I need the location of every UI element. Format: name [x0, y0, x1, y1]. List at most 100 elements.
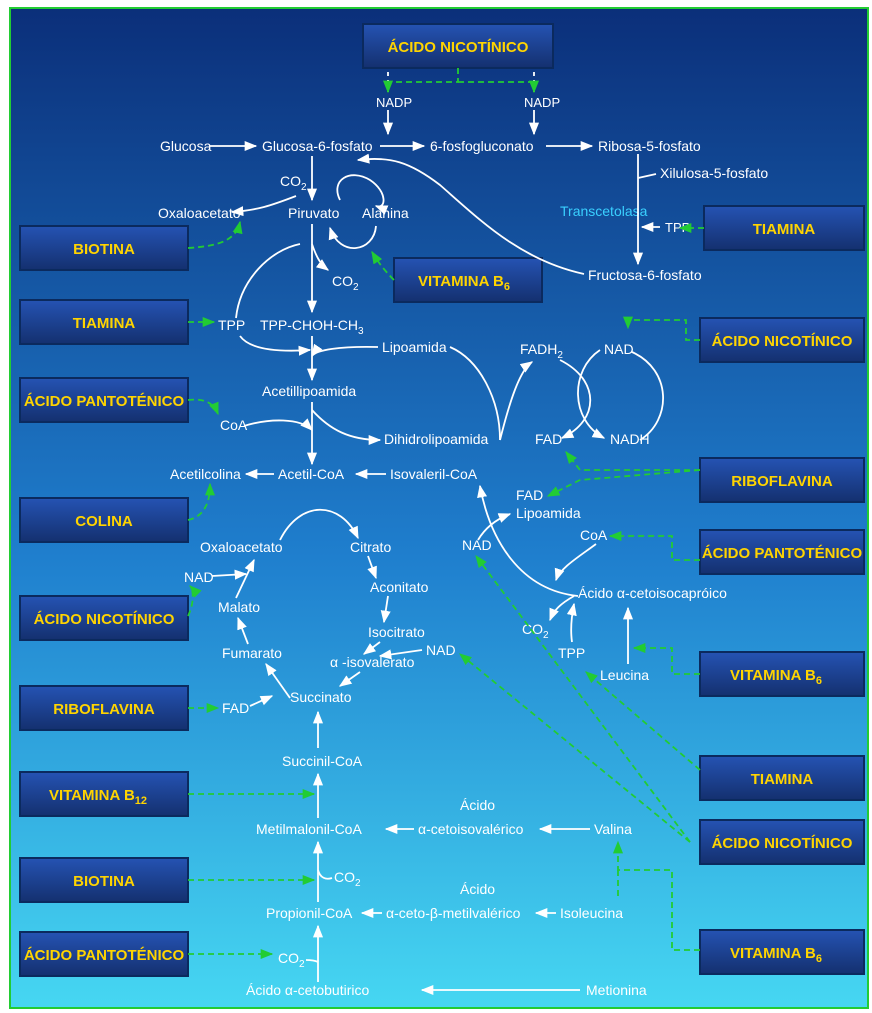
b6-right1-label: VITAMINA B — [730, 667, 816, 684]
svg-text:BIOTINA: BIOTINA — [73, 241, 135, 258]
leucina: Leucina — [600, 667, 649, 683]
arrow-tpp-loop — [235, 243, 301, 319]
arrow-fad-loop — [559, 359, 592, 439]
arrow-co2-e — [305, 959, 319, 963]
arrow-tpp-return — [239, 335, 312, 356]
metionina: Metionina — [586, 982, 647, 998]
svg-text:VITAMINA B6: VITAMINA B6 — [418, 273, 510, 293]
isoleucina: Isoleucina — [560, 905, 623, 921]
alfa-cetoisovalerico: α-cetoisovalérico — [418, 821, 524, 837]
arrow-fructosa-g6p — [356, 153, 585, 275]
svg-text:BIOTINA: BIOTINA — [73, 873, 135, 890]
b6-right1-subscript: 6 — [816, 675, 822, 687]
svg-text:TIAMINA: TIAMINA — [73, 315, 136, 332]
co2-b: CO2 — [332, 273, 359, 293]
tpp-low: TPP — [558, 645, 585, 661]
vitamin-box-pantotenico-bottom: ÁCIDO PANTOTÉNICO — [19, 931, 189, 977]
vitamin-box-nicotinic-top: ÁCIDO NICOTÍNICO — [362, 23, 554, 69]
link-tiamina-right-2 — [585, 671, 701, 771]
isovaleril-coa: Isovaleril-CoA — [390, 466, 478, 482]
aconitato: Aconitato — [370, 579, 429, 595]
citrato: Citrato — [350, 539, 391, 555]
fad-lipoamida-fad: FAD — [516, 487, 543, 503]
b12-subscript: 12 — [135, 795, 147, 807]
nad-mid: NAD — [426, 642, 456, 658]
co2-a: CO2 — [280, 173, 307, 193]
arrow-fadh2-loop — [499, 361, 534, 441]
vitamin-box-b6-center: VITAMINA B6 — [393, 257, 543, 303]
nadp-label-1: NADP — [376, 95, 412, 110]
svg-text:ÁCIDO PANTOTÉNICO: ÁCIDO PANTOTÉNICO — [24, 947, 185, 964]
vitamin-box-b12: VITAMINA B12 — [19, 771, 189, 817]
b6-center-subscript: 6 — [504, 281, 510, 293]
vitamin-box-biotina-2: BIOTINA — [19, 857, 189, 903]
b6-right2-subscript: 6 — [816, 953, 822, 965]
svg-text:ÁCIDO NICOTÍNICO: ÁCIDO NICOTÍNICO — [388, 39, 529, 56]
svg-text:TIAMINA: TIAMINA — [751, 771, 814, 788]
vitamin-box-riboflavina-left: RIBOFLAVINA — [19, 685, 189, 731]
metilmalonil-coa: Metilmalonil-CoA — [256, 821, 362, 837]
fumarato: Fumarato — [222, 645, 282, 661]
b6-right2-label: VITAMINA B — [730, 945, 816, 962]
vitamin-box-pantotenico-right: ÁCIDO PANTOTÉNICO — [699, 529, 865, 575]
arrow-nad-left — [211, 569, 248, 580]
tpp-choh-ch3: TPP-CHOH-CH3 — [260, 317, 364, 337]
tpp-right: TPP — [665, 220, 690, 235]
svg-text:ÁCIDO PANTOTÉNICO: ÁCIDO PANTOTÉNICO — [702, 545, 863, 562]
vitamin-box-biotina-1: BIOTINA — [19, 225, 189, 271]
arrow-aconitato-isocitrato — [380, 595, 391, 624]
svg-text:ÁCIDO PANTOTÉNICO: ÁCIDO PANTOTÉNICO — [24, 393, 185, 410]
acetilcolina: Acetilcolina — [170, 466, 241, 482]
svg-text:ÁCIDO NICOTÍNICO: ÁCIDO NICOTÍNICO — [34, 611, 175, 628]
alfa-isovalerato: α -isovalerato — [330, 654, 415, 670]
svg-text:RIBOFLAVINA: RIBOFLAVINA — [53, 701, 155, 718]
malato: Malato — [218, 599, 260, 615]
fad-mid: FAD — [535, 431, 562, 447]
link-nicotinic-nadp2 — [458, 80, 540, 94]
arrow-isovalerato-succinato — [338, 671, 361, 687]
coa-left: CoA — [220, 417, 248, 433]
link-pantotenico-left — [187, 398, 219, 416]
svg-text:TIAMINA: TIAMINA — [753, 221, 816, 238]
vitamin-box-riboflavina-right: RIBOFLAVINA — [699, 457, 865, 503]
vitamin-box-tiamina-right-2: TIAMINA — [699, 755, 865, 801]
arrow-coa-in — [243, 418, 313, 431]
acido-label-2: Ácido — [460, 881, 495, 897]
isocitrato: Isocitrato — [368, 624, 425, 640]
propionil-coa: Propionil-CoA — [266, 905, 353, 921]
arrow-oxaloacetato-citrato — [279, 508, 359, 541]
svg-text:ÁCIDO NICOTÍNICO: ÁCIDO NICOTÍNICO — [712, 333, 853, 350]
coa-right: CoA — [580, 527, 608, 543]
vitamin-box-b6-right-1: VITAMINA B6 — [699, 651, 865, 697]
6-fosfogluconato: 6-fosfogluconato — [430, 138, 534, 154]
arrow-nad-fad — [477, 513, 512, 541]
arrow-fad-low — [249, 695, 274, 707]
vitamin-link-arrows — [187, 68, 704, 960]
arrow-citrato-aconitato — [367, 555, 377, 580]
b6-center-label: VITAMINA B — [418, 273, 504, 290]
glucosa-6-fosfato: Glucosa-6-fosfato — [262, 138, 373, 154]
vitamin-box-tiamina-left: TIAMINA — [19, 299, 189, 345]
vitamin-box-colina: COLINA — [19, 497, 189, 543]
arrow-isocitrato-isovalerato — [362, 641, 381, 655]
transcetolasa-enzyme: Transcetolasa — [560, 203, 648, 219]
vitamin-box-nicotinico-right-2: ÁCIDO NICOTÍNICO — [699, 819, 865, 865]
fructosa-6-fosfato: Fructosa-6-fosfato — [588, 267, 702, 283]
arrow-xilulosa — [637, 173, 657, 179]
arrow-fumarato-malato — [237, 616, 249, 645]
acido-cetoisocaproico: Ácido α-cetoisocapróico — [578, 585, 727, 601]
link-riboflavina-lipo — [546, 469, 701, 497]
svg-text:VITAMINA B6: VITAMINA B6 — [730, 667, 822, 687]
link-pantotenico-right — [608, 530, 700, 561]
arrow-co2-b — [311, 243, 330, 271]
b12-label: VITAMINA B — [49, 787, 135, 804]
arrow-alanina-piruvato — [328, 225, 377, 249]
arrow-dihidrolipoamida — [311, 409, 382, 446]
node-labels: NADP NADP Glucosa Glucosa-6-fosfato 6-fo… — [158, 95, 768, 998]
lipoamida: Lipoamida — [382, 339, 447, 355]
acido-cetobutirico: Ácido α-cetobutirico — [246, 982, 369, 998]
svg-text:COLINA: COLINA — [75, 513, 133, 530]
valina: Valina — [594, 821, 632, 837]
alfa-ceto-beta-metilvalerico: α-ceto-β-metilvalérico — [386, 905, 521, 921]
